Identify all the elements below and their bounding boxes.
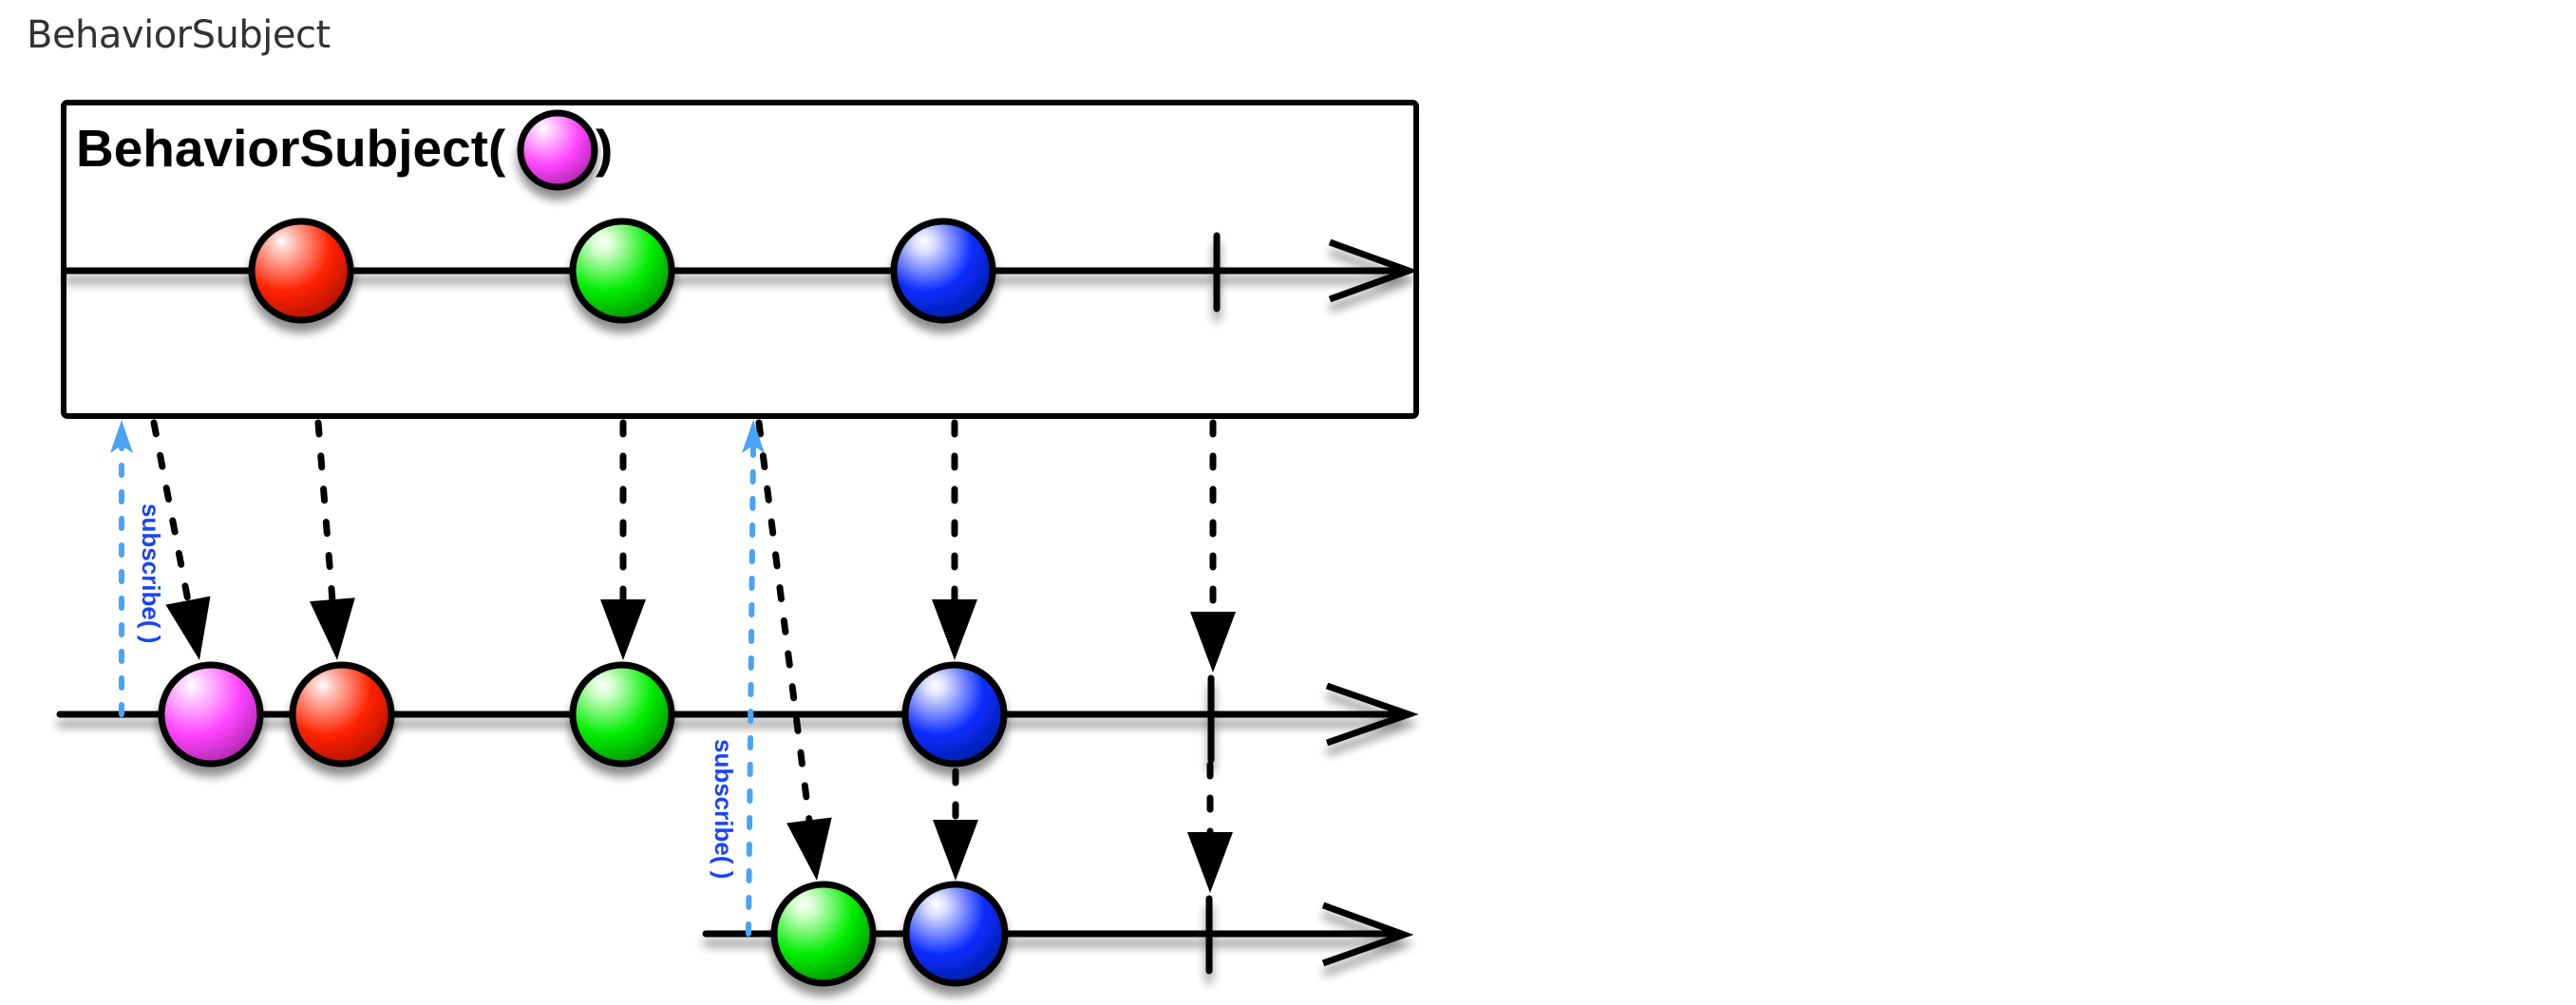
page-heading: BehaviorSubject — [27, 13, 331, 57]
emission-arrow-green-to-observer-2 — [755, 419, 832, 881]
emission-arrow-initial-to-observer-1 — [150, 419, 211, 660]
subject-box — [61, 100, 1419, 419]
observer-1-marble-blue — [901, 661, 1008, 768]
marbles — [158, 218, 1009, 987]
source-marble-red — [248, 218, 354, 324]
initial-value-marble-slot — [517, 109, 598, 191]
emission-arrows — [150, 419, 1236, 893]
emission-arrow-green-to-observer-1 — [600, 419, 646, 660]
emission-arrow-red-to-observer-1 — [309, 419, 355, 660]
subscribe-arrow-1 — [110, 420, 133, 717]
observer-2-marble-blue — [902, 881, 1009, 987]
source-marble-blue — [890, 218, 996, 324]
source-marble-green — [569, 218, 675, 324]
observer-2-marble-green — [770, 881, 877, 987]
emission-arrow-blue-to-observer-1 — [932, 419, 977, 660]
subject-title-close: ) — [596, 119, 613, 178]
subject-title: BehaviorSubject( — [76, 119, 506, 178]
subscribe-label-2: subscribe( ) — [710, 739, 738, 879]
subscribe-label-1: subscribe( ) — [137, 503, 165, 643]
initial-value-marble-magenta — [517, 109, 598, 191]
observer-1-marble-green — [569, 661, 675, 768]
emission-arrow-blue-to-observer-2 — [933, 768, 978, 881]
observer-1-marble-red — [289, 661, 395, 768]
observer-1-marble-magenta — [158, 661, 264, 768]
emission-arrow-complete-to-observer-1 — [1190, 419, 1236, 673]
emission-arrow-complete-to-observer-2 — [1187, 761, 1233, 893]
observer-1-timeline — [56, 674, 1419, 764]
subscribe-arrow-2 — [742, 420, 765, 937]
